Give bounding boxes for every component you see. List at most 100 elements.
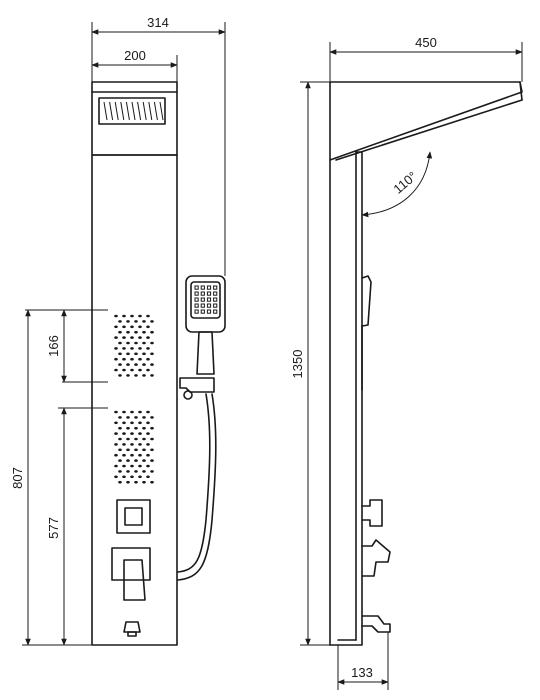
side-mixer-lever bbox=[361, 539, 391, 577]
jet-nozzle bbox=[138, 453, 142, 457]
dim-panel-height: 1350 bbox=[290, 350, 305, 379]
jet-nozzle bbox=[114, 314, 118, 318]
jet-nozzle bbox=[138, 432, 142, 435]
hand-shower-hole bbox=[213, 309, 218, 314]
jet-nozzle bbox=[122, 325, 126, 329]
jet-nozzle bbox=[150, 459, 154, 462]
jet-nozzle bbox=[150, 330, 154, 334]
jet-nozzle bbox=[138, 336, 142, 339]
jet-nozzle bbox=[118, 480, 122, 484]
hand-shower-hole bbox=[213, 297, 218, 302]
jet-nozzle bbox=[142, 448, 146, 452]
diverter-knob-outer bbox=[116, 499, 151, 534]
jet-nozzle bbox=[134, 448, 138, 452]
jet-nozzle bbox=[118, 448, 122, 452]
jet-nozzle bbox=[142, 363, 146, 366]
hand-shower-hole bbox=[200, 297, 205, 302]
jet-nozzle bbox=[134, 320, 138, 323]
jet-nozzle bbox=[122, 475, 126, 479]
jet-nozzle bbox=[126, 470, 130, 473]
jet-nozzle bbox=[122, 357, 126, 361]
jet-nozzle bbox=[138, 410, 142, 414]
dim-side-total-width: 450 bbox=[415, 35, 437, 50]
jet-nozzle bbox=[118, 374, 122, 377]
jet-nozzle bbox=[138, 347, 142, 350]
front-view bbox=[91, 81, 226, 646]
jet-nozzle bbox=[134, 363, 138, 366]
hand-shower-hole bbox=[213, 291, 218, 296]
jet-nozzle bbox=[142, 374, 146, 377]
jet-nozzle bbox=[130, 314, 134, 318]
grille-line bbox=[142, 101, 147, 121]
jet-nozzle bbox=[146, 464, 150, 468]
grille-line bbox=[137, 101, 142, 121]
jet-nozzle bbox=[134, 341, 138, 345]
tub-spout bbox=[123, 621, 141, 633]
dim-head-angle: 110° bbox=[390, 168, 420, 196]
jet-nozzle bbox=[146, 357, 150, 361]
jet-nozzle bbox=[114, 347, 118, 350]
mixer-base bbox=[111, 547, 151, 581]
jet-nozzle bbox=[130, 475, 134, 479]
jet-nozzle bbox=[114, 325, 118, 329]
front-panel-body bbox=[91, 154, 178, 646]
side-diverter-knob bbox=[361, 499, 383, 527]
jet-nozzle bbox=[126, 330, 130, 334]
jet-nozzle bbox=[134, 352, 138, 356]
jet-nozzle bbox=[142, 352, 146, 356]
jet-nozzle bbox=[146, 432, 150, 435]
jet-nozzle bbox=[134, 480, 138, 484]
lower-body-jets bbox=[114, 410, 154, 484]
jet-nozzle bbox=[138, 325, 142, 329]
jet-nozzle bbox=[118, 416, 122, 419]
jet-nozzle bbox=[146, 347, 150, 350]
jet-nozzle bbox=[146, 325, 150, 329]
jet-nozzle bbox=[122, 314, 126, 318]
jet-nozzle bbox=[134, 426, 138, 430]
jet-nozzle bbox=[126, 416, 130, 419]
hand-shower-hole bbox=[194, 309, 199, 314]
jet-nozzle bbox=[114, 410, 118, 414]
jet-nozzle bbox=[126, 374, 130, 377]
jet-nozzle bbox=[150, 470, 154, 473]
hand-shower-hole bbox=[200, 303, 205, 308]
jet-nozzle bbox=[138, 464, 142, 468]
jet-nozzle bbox=[122, 443, 126, 446]
jet-nozzle bbox=[142, 320, 146, 323]
side-tub-spout bbox=[361, 615, 391, 633]
jet-nozzle bbox=[134, 416, 138, 419]
jet-nozzle bbox=[150, 426, 154, 430]
hand-shower-hole bbox=[200, 285, 205, 290]
side-dimensions: 450 1350 133 bbox=[290, 35, 523, 690]
jet-nozzle bbox=[126, 448, 130, 452]
jet-nozzle bbox=[126, 363, 130, 366]
jet-nozzle bbox=[118, 437, 122, 441]
shower-hose-outer bbox=[177, 393, 211, 573]
rain-head-nozzle-grille bbox=[98, 97, 166, 125]
jet-nozzle bbox=[150, 448, 154, 452]
jet-nozzle bbox=[118, 352, 122, 356]
front-dimensions: 314 200 166 807 577 bbox=[10, 15, 226, 646]
jet-nozzle bbox=[134, 470, 138, 473]
shower-hose-inner bbox=[177, 393, 217, 581]
hand-shower bbox=[179, 275, 226, 400]
jet-nozzle bbox=[146, 336, 150, 339]
jet-nozzle bbox=[130, 347, 134, 350]
jet-nozzle bbox=[146, 421, 150, 425]
jet-nozzle bbox=[142, 459, 146, 462]
jet-nozzle bbox=[146, 410, 150, 414]
jet-nozzle bbox=[130, 357, 134, 361]
jet-nozzle bbox=[138, 475, 142, 479]
jet-nozzle bbox=[130, 453, 134, 457]
jet-nozzle bbox=[122, 432, 126, 435]
jet-nozzle bbox=[130, 421, 134, 425]
rain-head-front bbox=[91, 81, 178, 156]
hand-shower-hole bbox=[194, 297, 199, 302]
dim-head-width: 200 bbox=[124, 48, 146, 63]
hand-shower-hole bbox=[206, 309, 212, 314]
jet-nozzle bbox=[122, 421, 126, 425]
hand-shower-head bbox=[185, 275, 226, 333]
hand-shower-hole bbox=[206, 285, 212, 290]
jet-nozzle bbox=[150, 320, 154, 323]
hand-shower-hole bbox=[206, 291, 212, 296]
